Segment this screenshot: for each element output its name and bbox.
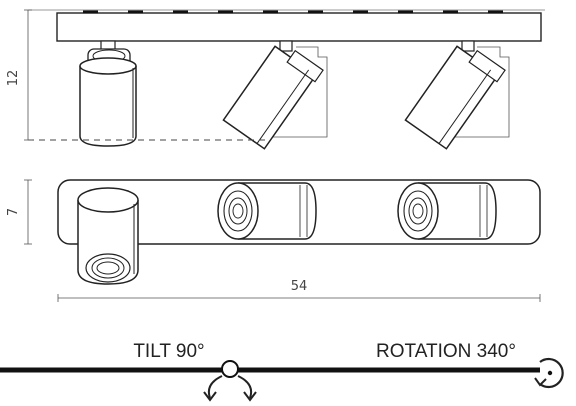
spotlight-vertical-side bbox=[79, 40, 137, 147]
spotlight-horizontal-top-1 bbox=[217, 182, 317, 240]
length-dimension: 54 bbox=[57, 279, 541, 302]
spotlight-horizontal-top-2 bbox=[397, 182, 497, 240]
height-top-label: 7 bbox=[6, 208, 21, 216]
tilt-caption: TILT 90° bbox=[133, 341, 204, 362]
height-dimension-side: 12 bbox=[6, 9, 32, 141]
tilt-arrow-icon bbox=[203, 360, 257, 402]
top-view: 7 54 bbox=[6, 179, 541, 302]
height-side-label: 12 bbox=[6, 70, 21, 87]
mounting-rail-side bbox=[56, 12, 542, 42]
height-dimension-top: 7 bbox=[6, 179, 32, 245]
side-view: 12 bbox=[6, 9, 545, 150]
rotation-arrow-icon bbox=[534, 357, 564, 389]
rotation-caption: ROTATION 340° bbox=[376, 341, 516, 362]
spotlight-rotated-top bbox=[77, 187, 139, 285]
motion-legend: TILT 90° ROTATION 340° bbox=[0, 341, 564, 402]
spotlight-tilted-side-2 bbox=[404, 40, 510, 150]
spotlight-tilted-side-1 bbox=[222, 40, 328, 150]
length-label: 54 bbox=[291, 279, 308, 294]
